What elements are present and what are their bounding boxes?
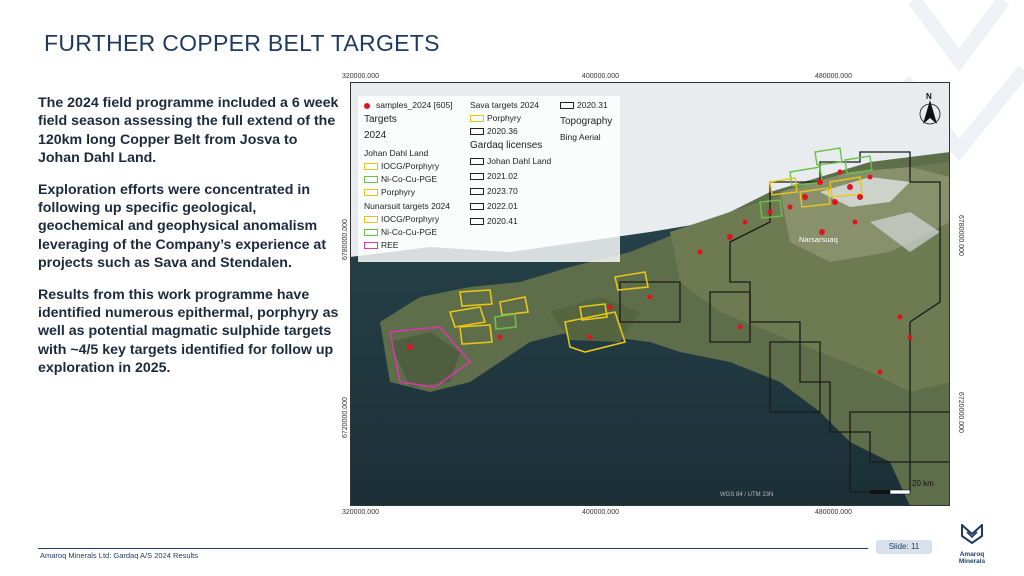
legend-nu-item-3: REE	[364, 240, 398, 250]
coord-top-3: 480000.000	[815, 73, 852, 80]
legend-targets-heading: Targets	[364, 114, 397, 125]
footer-text: Amaroq Minerals Ltd: Gardaq A/S 2024 Res…	[40, 551, 198, 560]
company-logo: Amaroq Minerals	[947, 522, 997, 565]
legend-gardaq-item-2: 2021.02	[470, 171, 518, 181]
legend-sava-item-1: Porphyry	[470, 113, 521, 123]
legend-jd-item-3: Porphyry	[364, 187, 415, 197]
legend-jd-item-2: Ni-Co-Cu-PGE	[364, 174, 437, 184]
license-swatch-icon	[470, 218, 484, 226]
coord-right-2: 6720000.000	[957, 392, 964, 433]
slide-title: FURTHER COPPER BELT TARGETS	[44, 30, 440, 56]
coord-left-1: 6780000.000	[342, 219, 349, 260]
town-label: Narsarsuaq	[799, 235, 838, 244]
ni-cu-pge-swatch-icon	[364, 176, 378, 184]
legend-gardaq-item-5: 2020.41	[470, 216, 518, 226]
ree-swatch-icon	[364, 242, 378, 250]
porphyry-swatch-icon	[364, 189, 378, 197]
license-swatch-icon	[470, 128, 484, 136]
legend-johan-heading: Johan Dahl Land	[364, 148, 429, 158]
sample-dot-icon	[364, 102, 370, 109]
legend-gardaq-item-1: Johan Dahl Land	[470, 156, 551, 166]
north-label: N	[926, 92, 932, 101]
coord-left-2: 6720000.000	[342, 397, 349, 438]
license-swatch-icon	[470, 173, 484, 181]
coord-bottom-1: 320000.000	[342, 509, 379, 516]
paragraph-2: Exploration efforts were concentrated in…	[38, 181, 327, 272]
north-arrow-icon	[919, 100, 941, 125]
legend-lic-b: 2020.31	[560, 100, 608, 110]
legend-samples: samples_2024 [605]	[364, 100, 453, 110]
paragraph-3: Results from this work programme have id…	[38, 286, 339, 377]
iocg-swatch-icon	[364, 216, 378, 224]
legend-nunarsuit-heading: Nunarsuit targets 2024	[364, 201, 450, 211]
license-swatch-icon	[470, 158, 484, 166]
legend-gardaq-item-3: 2023.70	[470, 186, 518, 196]
scale-bar	[870, 489, 911, 495]
footer-divider	[38, 548, 868, 549]
logo-text: Amaroq Minerals	[958, 551, 986, 565]
slide-number-badge: Slide: 11	[876, 540, 932, 554]
legend-lic-a: 2020.36	[470, 126, 518, 136]
legend-nu-item-2: Ni-Co-Cu-PGE	[364, 227, 437, 237]
scale-label: 20 km	[912, 479, 934, 488]
paragraph-1: The 2024 field programme included a 6 we…	[38, 95, 339, 167]
license-swatch-icon	[470, 188, 484, 196]
ni-cu-pge-swatch-icon	[364, 229, 378, 237]
legend-gardaq-heading: Gardaq licenses	[470, 140, 543, 151]
map-legend: samples_2024 [605] Targets 2024 Johan Da…	[358, 96, 620, 262]
coord-top-1: 320000.000	[342, 73, 379, 80]
coord-bottom-3: 480000.000	[815, 509, 852, 516]
legend-gardaq-item-4: 2022.01	[470, 201, 518, 211]
license-swatch-icon	[470, 203, 484, 211]
coord-top-2: 400000.000	[582, 73, 619, 80]
porphyry-swatch-icon	[470, 115, 484, 123]
body-text: The 2024 field programme included a 6 we…	[38, 94, 343, 391]
fox-logo-icon	[961, 522, 983, 545]
coord-bottom-2: 400000.000	[582, 509, 619, 516]
iocg-swatch-icon	[364, 163, 378, 171]
license-swatch-icon	[560, 102, 574, 110]
coord-right-1: 6780000.000	[957, 215, 964, 256]
legend-sava-heading: Sava targets 2024	[470, 100, 539, 110]
crs-label: WGS 84 / UTM 23N	[720, 492, 774, 498]
legend-jd-item-1: IOCG/Porphyry	[364, 161, 439, 171]
legend-topo-heading: Topography	[560, 116, 613, 127]
legend-year: 2024	[364, 130, 387, 141]
legend-nu-item-1: IOCG/Porphyry	[364, 214, 439, 224]
legend-topo-item: Bing Aerial	[560, 132, 601, 142]
